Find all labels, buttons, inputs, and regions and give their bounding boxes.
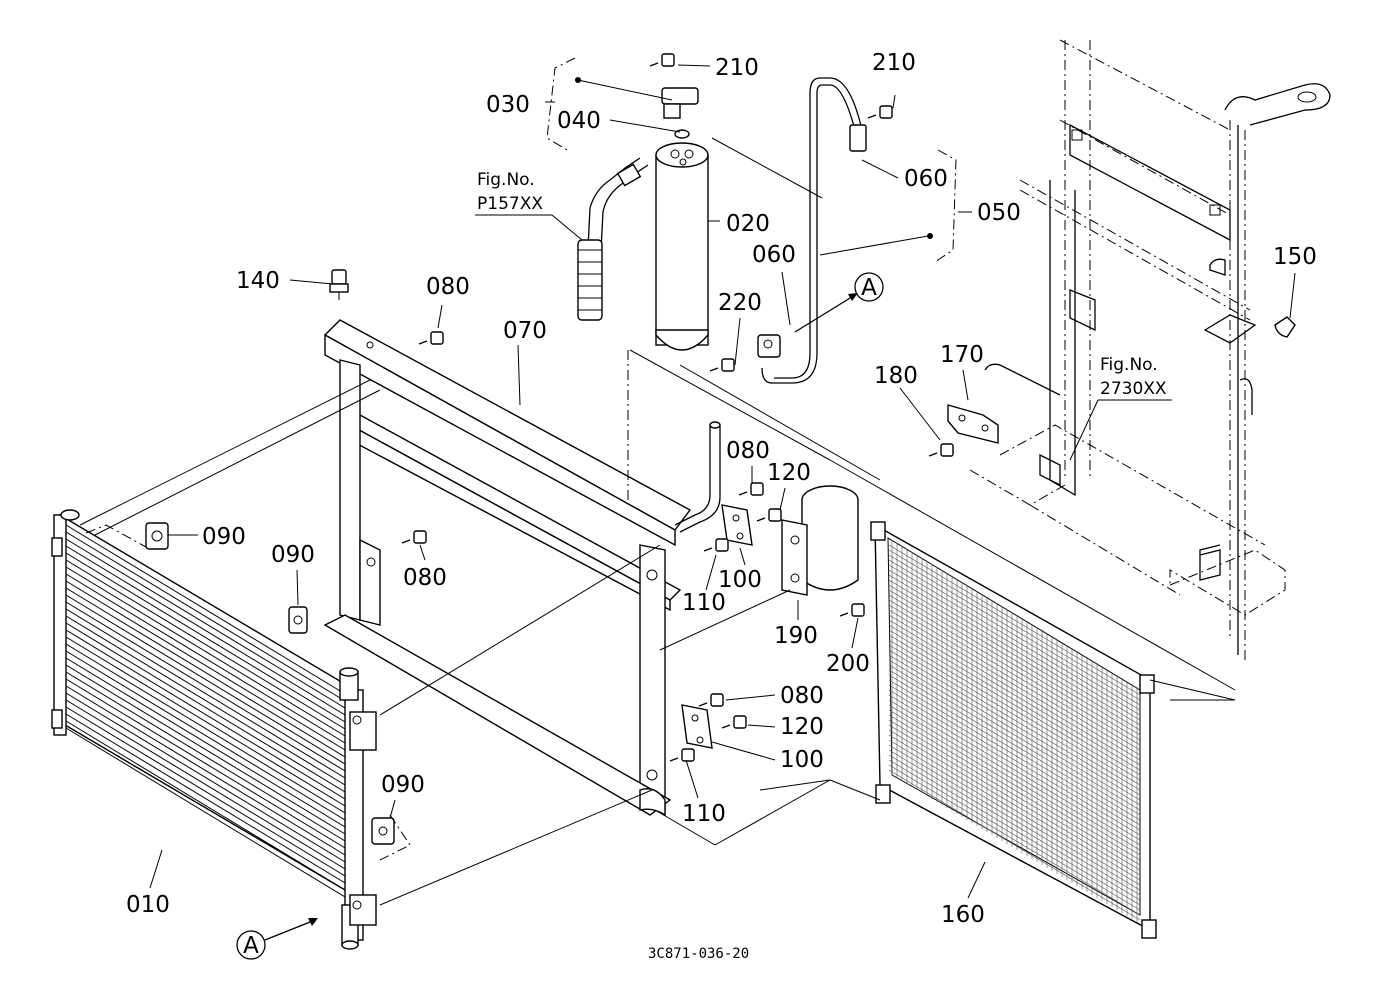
part-label-160: 160 bbox=[941, 902, 985, 928]
part-label-110: 110 bbox=[682, 801, 726, 827]
part-label-150: 150 bbox=[1273, 244, 1317, 270]
part-label-090: 090 bbox=[381, 772, 425, 798]
part-label-060: 060 bbox=[752, 242, 796, 268]
ref-top-line2: P157XX bbox=[477, 194, 543, 214]
part-label-070: 070 bbox=[503, 318, 547, 344]
bolt-4 bbox=[401, 530, 427, 544]
part-label-030: 030 bbox=[486, 92, 530, 118]
part-label-100: 100 bbox=[718, 567, 762, 593]
drawing-code: 3C871-036-20 bbox=[648, 946, 749, 962]
part-label-140: 140 bbox=[236, 268, 280, 294]
part-label-200: 200 bbox=[826, 651, 870, 677]
frame-070 bbox=[323, 319, 721, 817]
part-label-110: 110 bbox=[682, 590, 726, 616]
clip-090 bbox=[145, 522, 395, 845]
part-label-180: 180 bbox=[874, 363, 918, 389]
part-label-090: 090 bbox=[202, 524, 246, 550]
part-label-210: 210 bbox=[715, 55, 759, 81]
marker-a-top-text: A bbox=[861, 275, 877, 301]
part-label-220: 220 bbox=[718, 290, 762, 316]
marker-a-bottom-text: A bbox=[243, 933, 259, 959]
bracket-170 bbox=[947, 404, 999, 444]
part-label-020: 020 bbox=[726, 211, 770, 237]
part-label-120: 120 bbox=[767, 460, 811, 486]
bolt-8 bbox=[709, 358, 735, 372]
part-labels: 210 210 030 040 060 050 020 060 150 140 080 220 070 1… bbox=[126, 50, 1317, 928]
bolt-1 bbox=[649, 53, 675, 67]
part-label-080: 080 bbox=[726, 438, 770, 464]
receiver-dryer-020 bbox=[655, 87, 709, 351]
hose-p157xx bbox=[577, 157, 649, 321]
part-label-080: 080 bbox=[780, 683, 824, 709]
bolt-12 bbox=[669, 748, 695, 762]
part-label-080: 080 bbox=[426, 274, 470, 300]
clamp-190 bbox=[781, 485, 859, 596]
grille-160 bbox=[870, 521, 1157, 939]
bolt-13 bbox=[839, 603, 865, 617]
part-label-050: 050 bbox=[977, 200, 1021, 226]
bolt-3 bbox=[418, 331, 444, 345]
marker-a-bottom: A bbox=[236, 930, 266, 960]
bolt-7 bbox=[703, 538, 729, 552]
bolt-2 bbox=[867, 105, 893, 119]
part-label-090: 090 bbox=[271, 542, 315, 568]
bolt-10 bbox=[698, 693, 724, 707]
part-label-210: 210 bbox=[872, 50, 916, 76]
frame-2730xx bbox=[969, 39, 1331, 660]
bolt-140 bbox=[329, 269, 349, 300]
part-label-100: 100 bbox=[780, 747, 824, 773]
ref-right-line2: 2730XX bbox=[1100, 379, 1167, 399]
part-label-040: 040 bbox=[557, 108, 601, 134]
ref-right-line1: Fig.No. bbox=[1100, 355, 1158, 375]
ref-top-line1: Fig.No. bbox=[477, 170, 535, 190]
bolt-5 bbox=[738, 482, 764, 496]
bolts bbox=[401, 53, 954, 762]
leader-lines bbox=[79, 57, 1296, 941]
pipe-050 bbox=[757, 77, 867, 384]
part-label-010: 010 bbox=[126, 892, 170, 918]
part-label-120: 120 bbox=[780, 714, 824, 740]
condenser-010 bbox=[51, 509, 377, 950]
bolt-9 bbox=[928, 443, 954, 457]
part-label-080: 080 bbox=[403, 565, 447, 591]
bolt-6 bbox=[756, 508, 782, 522]
part-label-190: 190 bbox=[774, 623, 818, 649]
wing-nut-150 bbox=[1274, 316, 1296, 338]
marker-a-top: A bbox=[854, 272, 884, 302]
part-label-060: 060 bbox=[904, 166, 948, 192]
part-label-170: 170 bbox=[940, 342, 984, 368]
bracket-100 bbox=[681, 504, 753, 749]
bolt-11 bbox=[721, 715, 747, 729]
